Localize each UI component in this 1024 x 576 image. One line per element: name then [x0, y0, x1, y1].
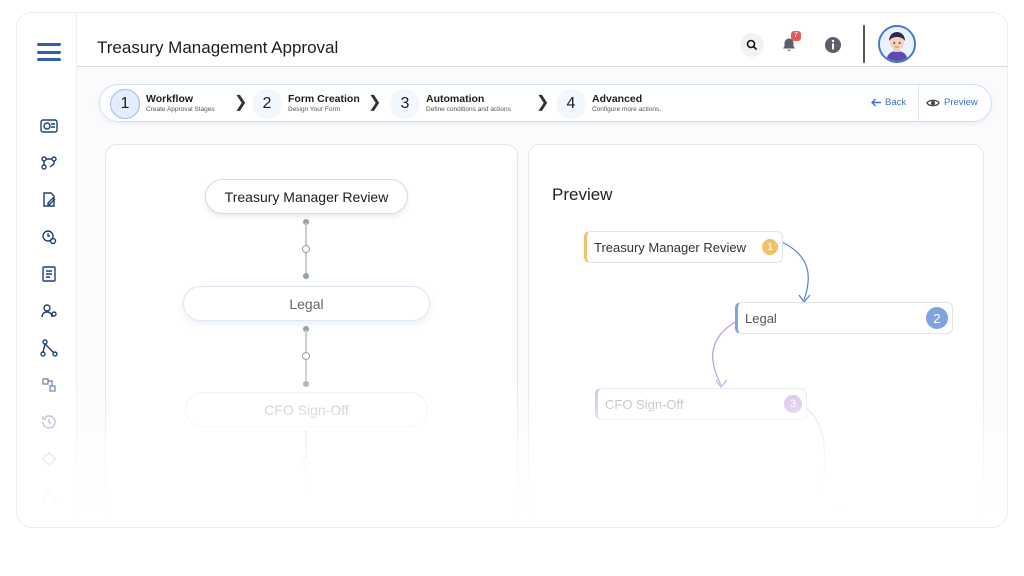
step-advanced[interactable]: 4 Advanced Configure more actions. — [556, 89, 661, 119]
add-step-icon[interactable] — [302, 352, 310, 360]
arrow-left-icon — [871, 98, 881, 107]
add-step-icon[interactable] — [302, 459, 310, 467]
app-window: Treasury Management Approval 7 — [16, 12, 1008, 528]
avatar-icon — [880, 27, 914, 61]
stepper-divider — [918, 85, 919, 121]
form-edit-icon[interactable] — [39, 190, 59, 210]
search-icon — [746, 39, 758, 51]
preview-title: Preview — [552, 185, 613, 204]
wizard-stepper: 1 Workflow Create Approval Stages ❯ 2 Fo… — [99, 84, 992, 122]
preview-node-label: Legal — [745, 310, 777, 326]
bell-icon — [783, 38, 795, 52]
connector-dot — [303, 219, 309, 225]
info-button[interactable] — [821, 33, 845, 57]
chevron-right-icon: ❯ — [536, 94, 550, 111]
sidebar — [17, 13, 77, 527]
step-number: 4 — [556, 89, 586, 119]
step-number-badge: 3 — [784, 395, 802, 413]
page-title: Treasury Management Approval — [97, 38, 339, 57]
notification-badge: 7 — [791, 31, 801, 41]
preview-connectors — [712, 239, 826, 496]
step-automation[interactable]: 3 Automation Define conditions and actio… — [390, 89, 511, 119]
step-number-badge: 1 — [762, 239, 778, 255]
chevron-right-icon: ❯ — [234, 94, 248, 111]
history-icon[interactable] — [39, 412, 59, 432]
step-title: Workflow — [146, 93, 194, 105]
step-number: 2 — [252, 89, 282, 119]
menu-icon[interactable] — [37, 43, 61, 61]
documents-icon[interactable] — [39, 264, 59, 284]
step-number-badge: 4 — [834, 506, 850, 522]
connector-dot — [303, 273, 309, 279]
dashboard-icon[interactable] — [39, 116, 59, 136]
eye-icon — [926, 99, 940, 106]
preview-node[interactable]: Final Approval 4 — [705, 498, 855, 527]
header-divider — [863, 25, 865, 63]
step-workflow[interactable]: 1 Workflow Create Approval Stages — [110, 89, 215, 119]
automation-icon[interactable] — [39, 227, 59, 247]
user-settings-icon[interactable] — [39, 301, 59, 321]
step-title: Advanced — [592, 93, 643, 105]
step-subtitle: Define conditions and actions — [426, 106, 511, 113]
connector-dot — [303, 381, 309, 387]
preview-node-label: CFO Sign-Off — [605, 396, 684, 412]
user-avatar[interactable] — [878, 25, 916, 63]
preview-panel: Preview Treasury Manager Review 1 Legal … — [528, 144, 984, 527]
preview-node-label: Treasury Manager Review — [594, 239, 746, 255]
workflow-icon[interactable] — [39, 153, 59, 173]
back-label: Back — [885, 97, 907, 108]
chevron-right-icon: ❯ — [368, 94, 382, 111]
step-number: 3 — [390, 89, 420, 119]
back-button[interactable]: Back — [871, 97, 906, 108]
step-number: 1 — [110, 89, 140, 119]
integrations-icon[interactable] — [39, 449, 59, 469]
search-button[interactable] — [740, 33, 764, 57]
preview-node[interactable]: CFO Sign-Off 3 — [595, 388, 807, 420]
hierarchy-icon[interactable] — [39, 338, 59, 358]
structure-icon[interactable] — [39, 375, 59, 395]
step-number-badge: 2 — [926, 307, 948, 329]
preview-button[interactable]: Preview — [926, 97, 978, 108]
workflow-node[interactable]: Legal — [183, 286, 430, 321]
preview-node[interactable]: Treasury Manager Review 1 — [584, 231, 783, 263]
workflow-node[interactable]: Treasury Manager Review — [205, 179, 408, 214]
step-subtitle: Design Your Form — [288, 106, 341, 113]
preview-node[interactable]: Legal 2 — [735, 302, 953, 334]
notifications-button[interactable]: 7 — [777, 31, 801, 57]
top-header: Treasury Management Approval 7 — [77, 13, 1007, 67]
step-title: Form Creation — [288, 93, 360, 105]
workflow-node[interactable]: Final Approval — [231, 501, 381, 527]
org-chart-icon[interactable] — [39, 486, 59, 506]
workflow-node[interactable]: CFO Sign-Off — [185, 392, 428, 427]
step-subtitle: Create Approval Stages — [146, 106, 215, 113]
workflow-builder-panel: Treasury Manager Review Legal CFO Sign-O… — [105, 144, 518, 527]
step-subtitle: Configure more actions. — [592, 106, 662, 113]
step-form-creation[interactable]: 2 Form Creation Design Your Form — [252, 89, 360, 119]
add-step-icon[interactable] — [302, 245, 310, 253]
info-icon — [825, 37, 841, 53]
connector-dot — [303, 326, 309, 332]
preview-label: Preview — [944, 97, 978, 108]
preview-node-label: Final Approval — [715, 506, 798, 522]
step-title: Automation — [426, 93, 485, 105]
